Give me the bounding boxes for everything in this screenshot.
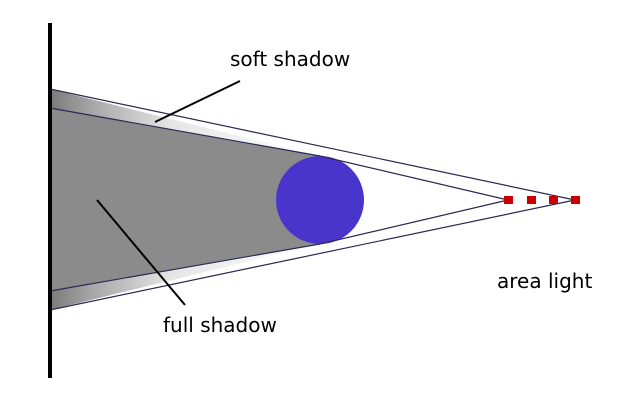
ray-outer-top xyxy=(49,88,576,201)
ray-inner-top-ext xyxy=(319,155,509,201)
light-point-2 xyxy=(527,196,536,204)
light-point-4 xyxy=(571,196,580,204)
soft-shadow-bottom-region xyxy=(50,244,320,310)
full-shadow-region xyxy=(50,108,320,291)
light-point-3 xyxy=(549,196,558,204)
soft-shadow-leader-line xyxy=(154,80,241,123)
ray-outer-bottom xyxy=(49,199,576,311)
occluder-sphere xyxy=(276,156,364,244)
area-light-points xyxy=(504,196,580,204)
full-shadow-leader-line xyxy=(96,199,186,306)
soft-shadow-top-region xyxy=(50,89,320,156)
ray-inner-bottom xyxy=(49,243,321,292)
ray-inner-bottom-ext xyxy=(319,199,509,245)
ray-inner-top xyxy=(49,107,321,157)
area-light-label: area light xyxy=(497,269,592,293)
soft-shadow-label: soft shadow xyxy=(230,47,350,71)
full-shadow-label: full shadow xyxy=(163,313,277,337)
ray-lines xyxy=(49,88,576,311)
light-point-1 xyxy=(504,196,513,204)
